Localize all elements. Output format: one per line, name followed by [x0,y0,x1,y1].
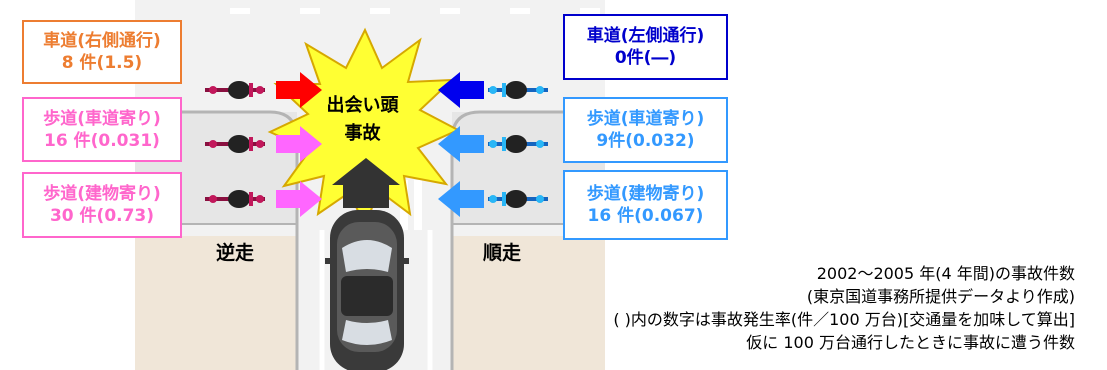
left-box-roadway-count: 8 件(1.5) [61,53,143,73]
bicycle-left-2 [205,135,265,153]
note-line-2: (東京国道事務所提供データより作成) [806,287,1075,306]
left-box-roadway-title: 車道(右側通行) [43,31,161,51]
building-block-right [452,236,605,370]
collision-label-line1: 出会い頭 [326,95,399,116]
direction-label-wrong-way: 逆走 [216,242,255,264]
car-direction-arrow [332,158,400,208]
right-box-sidewalk-road-side-count: 9件(0.032) [596,131,695,151]
right-box-roadway-title: 車道(左側通行) [586,26,705,46]
collision-label: 出会い頭 事故 [310,92,415,148]
right-box-sidewalk-building-side: 歩道(建物寄り) 16 件(0.067) [563,170,728,240]
right-box-roadway-count: 0件(―) [614,48,677,68]
note-line-1: 2002～2005 年(4 年間)の事故件数 [816,264,1075,283]
left-box-sidewalk-road-side-count: 16 件(0.031) [44,130,160,151]
left-box-sidewalk-road-side-title: 歩道(車道寄り) [43,108,161,129]
right-box-sidewalk-building-side-title: 歩道(建物寄り) [586,184,705,204]
arrow-right-sidewalk-building-side [438,181,484,217]
building-block-left [135,236,297,370]
bicycle-left-1 [205,81,265,99]
left-box-sidewalk-building-side: 歩道(建物寄り) 30 件(0.73) [22,172,182,238]
left-box-sidewalk-building-side-title: 歩道(建物寄り) [43,184,161,204]
bicycle-right-1 [488,81,548,99]
left-box-sidewalk-building-side-count: 30 件(0.73) [49,206,155,226]
right-box-roadway: 車道(左側通行) 0件(―) [563,14,728,80]
road-dashes [230,8,600,14]
note-line-4: 仮に 100 万台通行したときに事故に遭う件数 [746,333,1075,352]
arrow-left-sidewalk-building-side [276,181,322,217]
collision-label-line2: 事故 [344,123,381,144]
left-box-sidewalk-road-side: 歩道(車道寄り) 16 件(0.031) [22,97,182,162]
arrow-left-roadway [276,72,322,108]
bicycle-right-2 [488,135,548,153]
right-box-sidewalk-road-side: 歩道(車道寄り) 9件(0.032) [563,97,728,163]
bicycle-right-3 [488,190,548,208]
note-line-3: ( )内の数字は事故発生率(件／100 万台)[交通量を加味して算出] [613,310,1075,329]
left-box-roadway: 車道(右側通行) 8 件(1.5) [22,20,182,84]
bicycle-left-3 [205,190,265,208]
arrow-left-sidewalk-road-side [276,126,322,162]
right-box-sidewalk-building-side-count: 16 件(0.067) [587,206,704,226]
notes: 2002～2005 年(4 年間)の事故件数 (東京国道事務所提供データより作成… [613,262,1075,354]
arrow-right-sidewalk-road-side [438,126,484,162]
direction-label-correct-way: 順走 [483,242,522,264]
right-box-sidewalk-road-side-title: 歩道(車道寄り) [586,109,705,129]
arrow-right-roadway [438,72,484,108]
car [325,210,409,370]
